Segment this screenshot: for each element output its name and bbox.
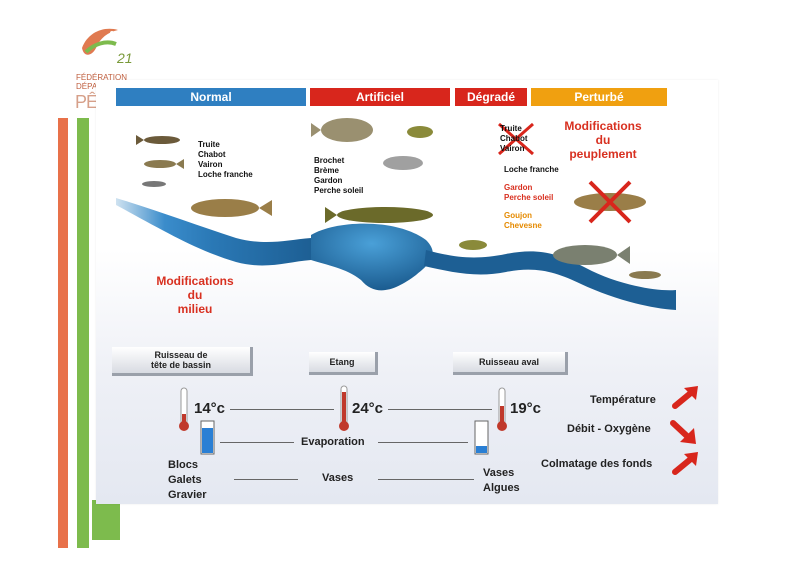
perch-fish-icon [407, 126, 433, 138]
decorative-bar-orange [58, 118, 68, 548]
species-label: Truite [500, 124, 522, 133]
normal-fish-group [136, 135, 272, 217]
header-perturbe: Perturbé [531, 88, 667, 106]
minnow-fish-icon [142, 181, 166, 187]
species-label: Perche soleil [504, 193, 554, 202]
header-degrade-label: Dégradé [455, 88, 527, 106]
bream-fish-icon [311, 118, 373, 142]
site-ruisseau-aval: Ruisseau aval [453, 352, 568, 375]
connector-line [234, 479, 298, 480]
trend-temperature: Température [590, 394, 656, 406]
species-label: Chabot [500, 134, 528, 143]
modif-peuplement: Modifications du peuplement [558, 119, 648, 161]
site-label: tête de bassin [150, 360, 212, 370]
water-gauge-icon [200, 420, 215, 455]
artificiel-species-list: Brochet Brème Gardon Perche soleil [314, 156, 363, 196]
header-normal: Normal [116, 88, 306, 106]
temp-etang: 24°c [352, 400, 384, 417]
substrate-label: Blocs [168, 459, 198, 471]
species-label: Chevesne [504, 221, 542, 230]
species-label: Vairon [500, 144, 525, 153]
perturbe-fish-group [553, 180, 661, 279]
substrate-label: Algues [483, 482, 520, 494]
modif-milieu-line: du [187, 288, 203, 302]
modif-milieu-line: milieu [177, 302, 213, 316]
species-label: Gardon [504, 183, 533, 192]
crossed-trout-fish-icon [574, 180, 646, 224]
species-label: Chabot [198, 150, 226, 159]
chub-fish-icon [553, 245, 630, 265]
connector-line [378, 442, 468, 443]
arrow-down-icon [670, 420, 696, 444]
degrade-red-species: Gardon Perche soleil [504, 183, 553, 203]
species-label: Truite [198, 140, 220, 149]
water-gauge-icon [474, 420, 489, 455]
species-label: Perche soleil [314, 186, 364, 195]
modif-milieu: Modifications du milieu [150, 274, 240, 316]
species-label: Loche franche [198, 170, 253, 179]
roach-fish-icon [383, 156, 423, 170]
trend-debit-oxygene: Débit - Oxygène [567, 423, 651, 435]
substrate-left: Blocs Galets Gravier [168, 458, 207, 503]
site-label: Ruisseau aval [478, 357, 540, 367]
substrate-label: Gravier [168, 489, 207, 501]
fish-logo-icon [82, 28, 118, 55]
crossed-species-icon [498, 122, 534, 156]
header-degrade: Dégradé [455, 88, 527, 106]
substrate-right: Vases Algues [483, 466, 520, 496]
thermometer-icon [339, 385, 349, 431]
substrate-label: Vases [483, 467, 515, 479]
header-perturbe-label: Perturbé [531, 88, 667, 106]
connector-line [230, 409, 334, 410]
header-artificiel-label: Artificiel [310, 88, 450, 106]
federation-logo [74, 18, 124, 73]
temp-tete-bassin: 14°c [194, 400, 226, 417]
site-label: Ruisseau de [154, 350, 208, 360]
modif-milieu-line: Modifications [156, 274, 234, 288]
header-normal-label: Normal [116, 88, 306, 106]
degrade-loche: Loche franche [504, 165, 559, 174]
header-artificiel: Artificiel [310, 88, 450, 106]
species-label: Brème [314, 166, 339, 175]
trend-colmatage: Colmatage des fonds [541, 458, 653, 470]
site-etang: Etang [309, 352, 378, 375]
logo-departement: DÉPARTE [76, 82, 114, 91]
modif-peuplement-line: Modifications [564, 119, 642, 133]
arrow-up-icon [672, 386, 698, 409]
modif-peuplement-line: du [595, 133, 611, 147]
modif-peuplement-line: peuplement [569, 147, 637, 161]
evaporation-label: Evaporation [301, 436, 365, 448]
species-label: Vairon [198, 160, 223, 169]
connector-line [220, 442, 294, 443]
substrate-label: Galets [168, 474, 202, 486]
degrade-orange-species: Goujon Chevesne [504, 211, 542, 231]
species-label: Brochet [314, 156, 345, 165]
trout-fish-icon [136, 135, 180, 145]
degrade-crossed-species: Truite Chabot Vairon [500, 124, 528, 154]
connector-line [378, 479, 474, 480]
logo-federation: FÉDÉRATION [76, 73, 127, 82]
decorative-bar-green-foot [92, 500, 120, 540]
site-label: Etang [329, 357, 355, 367]
temp-aval: 19°c [510, 400, 542, 417]
normal-species-list: Truite Chabot Vairon Loche franche [198, 140, 253, 180]
bullhead-fish-icon [144, 159, 184, 169]
site-ruisseau-tete: Ruisseau de tête de bassin [112, 347, 253, 376]
river-illustration [116, 198, 676, 310]
pike-fish-icon [325, 207, 433, 223]
decorative-bar-green [77, 118, 89, 548]
degrade-perch-fish-icon [459, 240, 487, 250]
arrow-up-icon [672, 452, 698, 475]
substrate-vases: Vases [322, 472, 354, 484]
artificiel-fish-group [311, 118, 433, 223]
species-label: Gardon [314, 176, 343, 185]
species-label: Goujon [504, 211, 532, 220]
thermometer-icon [497, 387, 507, 431]
thermometer-icon [179, 387, 189, 431]
gudgeon-fish-icon [629, 271, 661, 279]
big-trout-fish-icon [191, 199, 272, 217]
logo-number: 21 [117, 50, 133, 66]
connector-line [388, 409, 492, 410]
